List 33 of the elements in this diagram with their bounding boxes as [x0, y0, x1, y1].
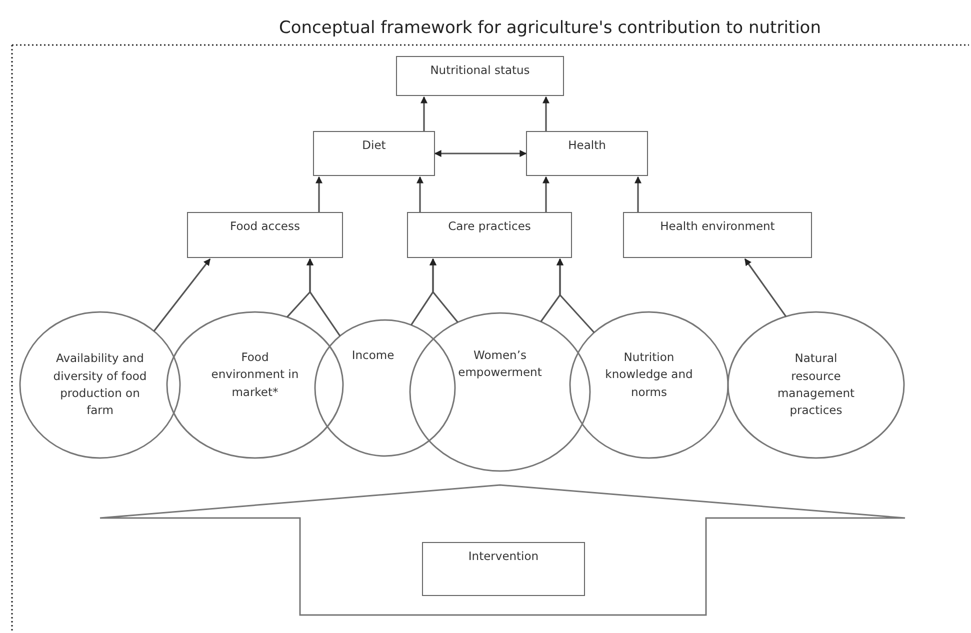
arrow [542, 96, 550, 131]
arrow [634, 176, 642, 212]
arrow [744, 258, 787, 317]
arrow [556, 258, 595, 334]
arrow [434, 150, 527, 157]
node-label: Nutrition knowledge and norms [604, 349, 694, 401]
arrow [316, 176, 322, 212]
node-label: Nutritional status [430, 63, 530, 77]
process-box [313, 131, 435, 176]
node-label: Women’s empowerment [457, 346, 543, 381]
arrow [420, 96, 428, 131]
node-label: Food access [230, 219, 300, 233]
arrow [153, 258, 211, 332]
node-label: Care practices [448, 219, 531, 233]
arrow [416, 176, 424, 212]
process-box [407, 212, 572, 258]
process-box [623, 212, 812, 258]
node-label: Diet [362, 138, 386, 152]
arrow [430, 258, 458, 323]
node-label: Intervention [468, 549, 539, 563]
process-box [187, 212, 343, 258]
diagram-title: Conceptual framework for agriculture's contribution to nutrition [278, 18, 822, 38]
node-label: Health [568, 138, 606, 152]
node-label: Natural resource management practices [776, 350, 856, 420]
node-label: Food environment in market* [210, 349, 300, 401]
node-label: Availability and diversity of food production on farm [52, 350, 148, 420]
process-box [396, 56, 564, 96]
process-box [526, 131, 648, 176]
process-box [422, 542, 585, 596]
node-label: Income [352, 347, 394, 364]
arrow [306, 258, 341, 336]
arrow [542, 176, 550, 212]
node-label: Health environment [660, 219, 775, 233]
